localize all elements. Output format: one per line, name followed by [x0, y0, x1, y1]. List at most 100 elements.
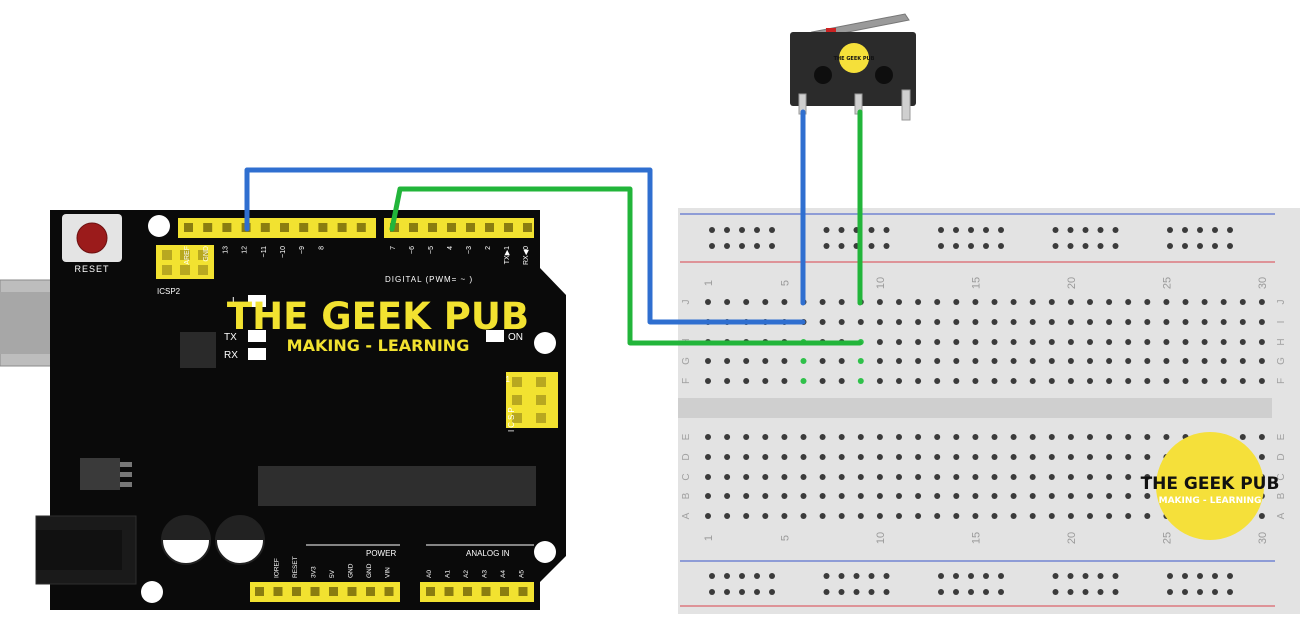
breadboard-hole	[1201, 319, 1208, 325]
header-pin-hole	[329, 587, 338, 596]
digital-pin-label: AREF	[184, 246, 191, 265]
breadboard-hole	[896, 513, 902, 519]
breadboard-hole	[1067, 513, 1074, 519]
breadboard-hole	[838, 573, 845, 579]
breadboard-hole	[1125, 454, 1132, 460]
header-pin-hole	[466, 223, 475, 232]
breadboard-hole	[1258, 454, 1265, 460]
header-pin-hole	[318, 223, 328, 232]
breadboard-hole	[819, 299, 826, 305]
breadboard-hole	[1163, 434, 1170, 440]
breadboard-hole	[1106, 513, 1113, 519]
breadboard-column-number: 20	[1066, 277, 1078, 289]
breadboard-hole	[968, 589, 974, 595]
digital-header	[178, 218, 534, 238]
breadboard-row-letter: I	[1276, 321, 1287, 324]
breadboard-hole	[1163, 358, 1170, 364]
breadboard-row-letter: G	[681, 357, 692, 365]
analog-label: ANALOG IN	[466, 549, 510, 558]
logo-title: THE GEEK PUB	[1141, 474, 1280, 494]
power-pin-label: GND	[348, 563, 355, 578]
breadboard-hole	[1052, 227, 1059, 233]
breadboard-hole	[1067, 434, 1074, 440]
breadboard-hole	[915, 474, 922, 480]
breadboard-row-letter: B	[1276, 492, 1287, 499]
breadboard-hole	[1182, 299, 1189, 305]
breadboard-hole	[838, 474, 845, 480]
breadboard-hole	[709, 589, 715, 595]
breadboard-hole	[705, 454, 711, 460]
header-pin-hole	[299, 223, 309, 232]
breadboard-hole	[1201, 358, 1208, 364]
breadboard-hole	[1112, 589, 1119, 595]
breadboard-hole	[709, 573, 715, 579]
breadboard-hole	[991, 454, 998, 460]
breadboard-hole	[938, 227, 944, 233]
breadboard-hole	[1082, 589, 1089, 595]
digital-pin-label: ~5	[428, 246, 435, 254]
breadboard-hole	[1239, 299, 1246, 305]
breadboard-row-letter: J	[1276, 300, 1287, 305]
digital-pin-label: ~11	[261, 246, 268, 257]
breadboard-column-number: 10	[875, 532, 887, 544]
breadboard-column-number: 25	[1161, 532, 1173, 544]
wires	[244, 109, 863, 346]
breadboard-hole	[1029, 299, 1036, 305]
usb-chip	[180, 332, 216, 368]
digital-label: DIGITAL (PWM= ~ )	[385, 275, 473, 284]
breadboard-hole	[1163, 339, 1170, 345]
capacitor	[215, 515, 265, 565]
breadboard-row-letter: F	[1276, 378, 1287, 384]
micro-switch: THE GEEK PUB	[790, 13, 916, 121]
breadboard-hole	[1087, 339, 1093, 345]
breadboard-hole	[953, 573, 959, 579]
breadboard-hole	[1067, 227, 1074, 233]
breadboard-hole	[1239, 319, 1246, 325]
breadboard-hole	[800, 493, 807, 499]
breadboard-hole	[868, 243, 875, 249]
breadboard-hole	[1112, 243, 1119, 249]
breadboard-hole	[1163, 378, 1170, 384]
breadboard-hole	[739, 573, 745, 579]
led-l	[248, 295, 266, 307]
breadboard-hole	[1067, 243, 1074, 249]
breadboard-hole	[934, 434, 941, 440]
breadboard-column-number: 1	[703, 535, 715, 541]
breadboard-row-letter: C	[681, 473, 692, 480]
power-pin-label: A5	[519, 570, 526, 578]
digital-pin-label: GND	[203, 246, 210, 262]
breadboard-hole	[915, 493, 922, 499]
power-pin-label: A2	[463, 570, 470, 578]
breadboard-hole	[754, 573, 760, 579]
breadboard-column-number: 5	[779, 535, 791, 541]
breadboard-hole	[1212, 573, 1218, 579]
digital-pin-label: ~6	[409, 246, 416, 254]
breadboard-hole	[968, 573, 974, 579]
breadboard-hole	[762, 513, 769, 519]
power-pin-label: A4	[500, 570, 507, 578]
voltage-regulator	[80, 458, 132, 490]
reset-button-cap[interactable]	[76, 222, 108, 254]
board-brand-subtitle: MAKING - LEARNING	[287, 336, 470, 355]
breadboard-hole	[896, 493, 902, 499]
breadboard-hole	[1220, 378, 1227, 384]
breadboard-hole	[1087, 319, 1093, 325]
breadboard-hole	[853, 589, 860, 595]
breadboard-hole	[762, 474, 769, 480]
breadboard-hole	[762, 299, 769, 305]
header-pin-hole	[255, 587, 264, 596]
breadboard-hole	[876, 434, 883, 440]
header-pin-hole	[273, 587, 283, 596]
header-pin-hole	[356, 223, 366, 232]
breadboard-hole	[1125, 339, 1132, 345]
breadboard-hole	[1029, 493, 1036, 499]
breadboard-hole	[857, 474, 864, 480]
breadboard-hole	[1182, 589, 1188, 595]
breadboard-holes	[705, 227, 1265, 595]
icsp-pin1-label: 1	[506, 375, 511, 384]
breadboard-hole	[838, 299, 845, 305]
breadboard-hole	[838, 513, 845, 519]
breadboard-hole	[1163, 299, 1170, 305]
breadboard-hole	[1197, 573, 1203, 579]
